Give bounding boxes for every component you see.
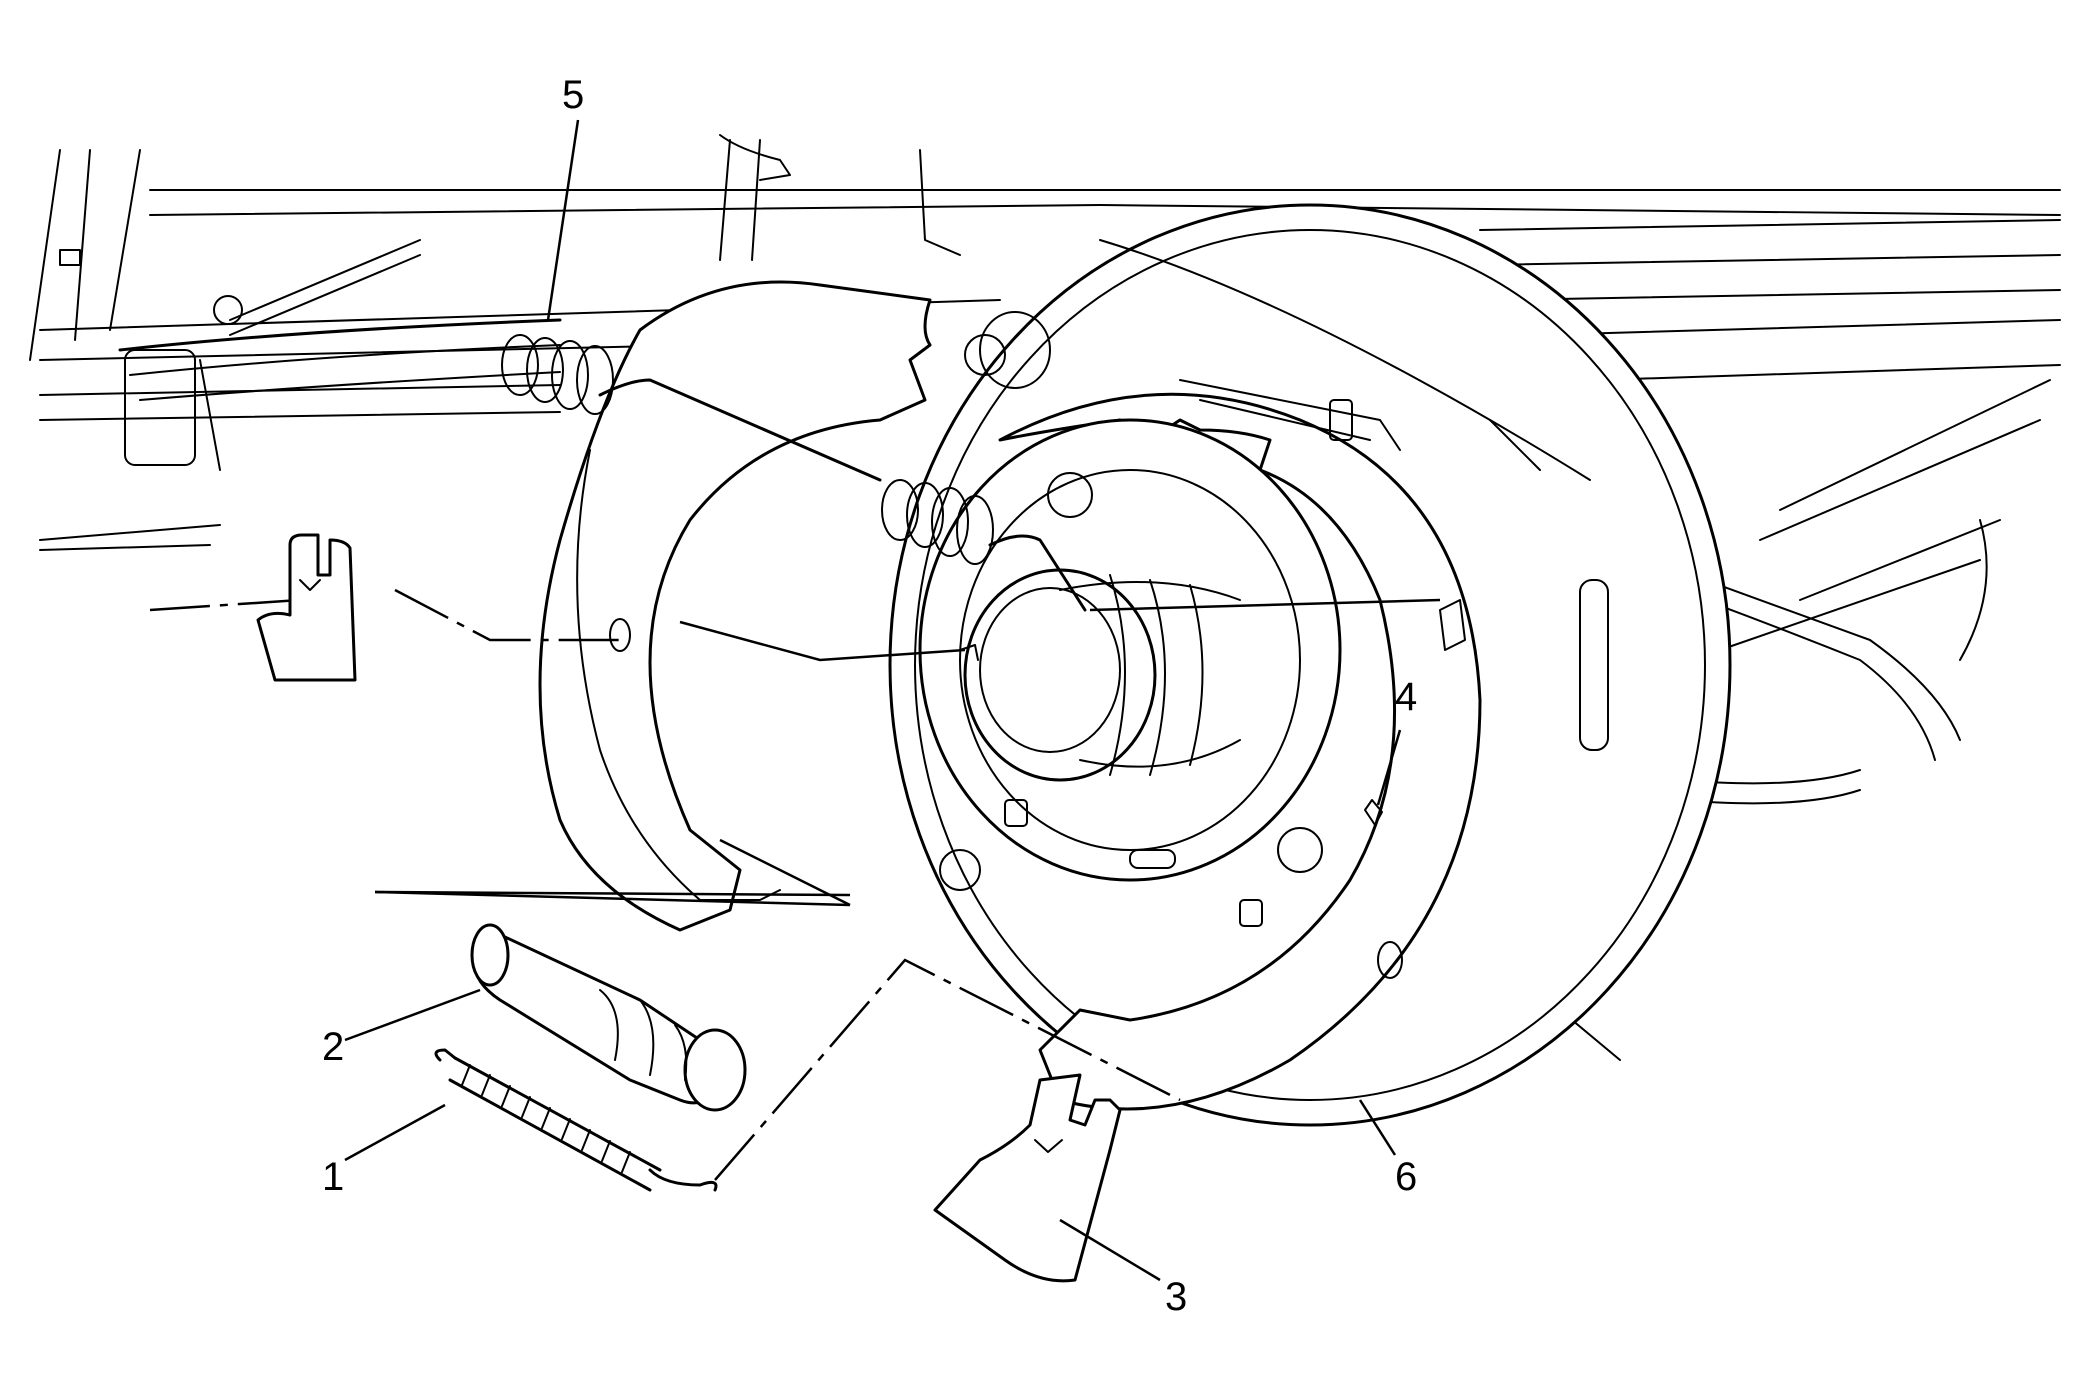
brake-shoe-left xyxy=(538,280,932,932)
clip-lower xyxy=(933,1073,1122,1283)
hold-down-pin xyxy=(959,644,1383,826)
callout-3: 3 xyxy=(1165,1275,1187,1319)
brake-shoe-right xyxy=(998,379,1482,1111)
callout-2: 2 xyxy=(322,1025,344,1069)
callout-labels: 5 2 1 3 4 6 xyxy=(322,73,1417,1319)
vehicle-frame xyxy=(29,134,2061,1061)
assembly-lines xyxy=(149,588,1441,1181)
callout-4: 4 xyxy=(1395,675,1417,719)
leader-lines xyxy=(344,119,1402,1282)
clip-upper xyxy=(256,533,357,682)
adjuster-spring xyxy=(434,1048,718,1192)
callout-1: 1 xyxy=(322,1155,344,1199)
adjuster xyxy=(470,923,747,1112)
upper-return-spring xyxy=(501,334,1087,612)
callout-5: 5 xyxy=(562,73,584,117)
callout-6: 6 xyxy=(1395,1155,1417,1199)
